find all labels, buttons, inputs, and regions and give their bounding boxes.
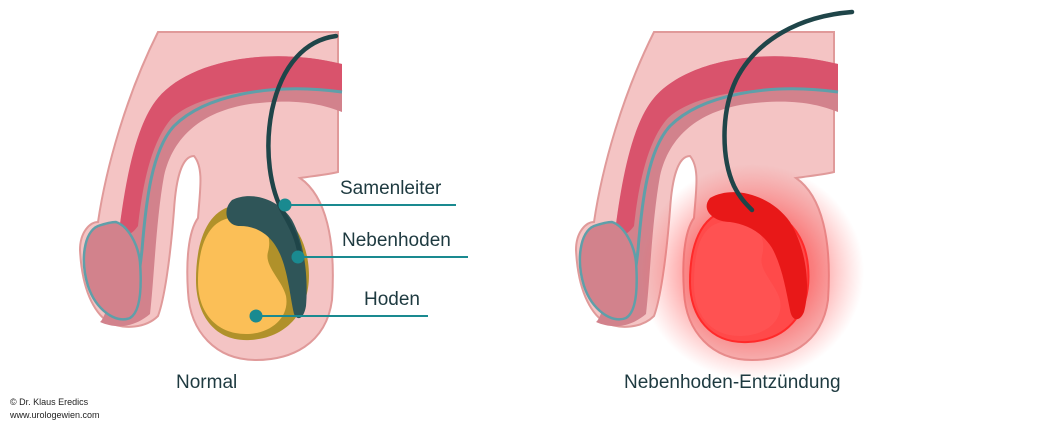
- glans-inflamed: [578, 220, 638, 321]
- marker-samenleiter: [278, 198, 292, 212]
- inflamed-illustration: Nebenhoden-Entzündung: [574, 9, 864, 393]
- testis-inflamed-inner: [694, 220, 781, 336]
- label-hoden: Hoden: [364, 289, 420, 310]
- marker-hoden: [249, 309, 263, 323]
- testis-normal: [198, 217, 287, 334]
- corpus-inflamed: [614, 56, 838, 240]
- caption-normal: Normal: [176, 372, 237, 393]
- epididymis-inflamed: [706, 192, 808, 320]
- corpus-normal: [118, 56, 342, 240]
- label-nebenhoden: Nebenhoden: [342, 230, 451, 251]
- label-samenleiter: Samenleiter: [340, 178, 442, 199]
- credit-website: www.urologewien.com: [9, 410, 100, 420]
- vas-deferens-inflamed: [722, 9, 855, 213]
- credit-author: © Dr. Klaus Eredics: [10, 397, 89, 407]
- vas-deferens-normal: [266, 33, 339, 259]
- marker-nebenhoden: [291, 250, 305, 264]
- glans-normal: [82, 220, 142, 321]
- caption-inflamed: Nebenhoden-Entzündung: [624, 372, 841, 393]
- normal-illustration: Samenleiter Nebenhoden Hoden Normal: [78, 31, 468, 393]
- epididymis-normal: [226, 196, 307, 319]
